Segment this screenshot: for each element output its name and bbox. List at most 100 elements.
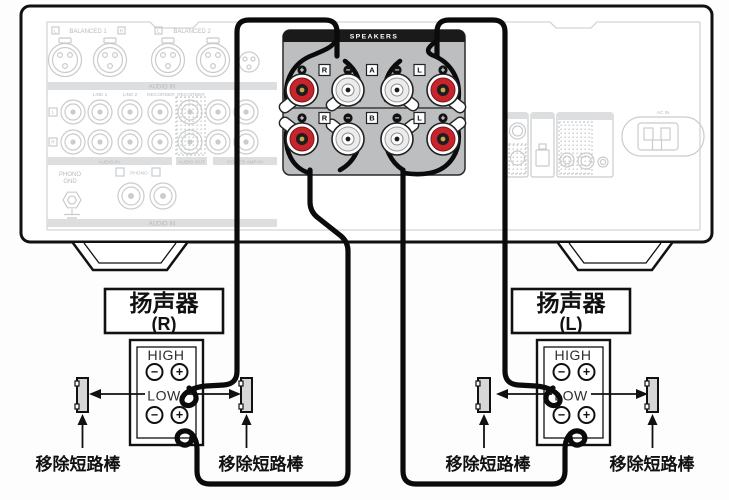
audio-in-bar-bottom-label: AUDIO IN: [149, 222, 176, 228]
speakers-terminal-panel: SPEAKERS: [278, 29, 467, 177]
label-b-group: B: [369, 114, 375, 123]
recorder-in-label: RECORDER: [147, 92, 175, 98]
speaker-l-low-minus-glyph: −: [558, 408, 565, 422]
speaker-l-high-minus-terminal: [552, 363, 571, 381]
label-a-r: R: [322, 66, 328, 75]
speaker-l-high-minus-glyph: −: [558, 365, 565, 379]
label-b-r-plus: +: [300, 114, 305, 123]
up-arrow-head-r-right: [241, 414, 252, 425]
cable-b-to-r-low: [174, 167, 351, 487]
post-b-l-plus-red: [426, 122, 460, 156]
ground-symbol: [64, 209, 80, 223]
up-arrow-head-l-right: [647, 414, 658, 425]
line2-label: LINE 2: [123, 92, 138, 98]
speaker-r-low-minus-glyph: −: [151, 408, 158, 422]
power-amp-in-bar-label: POWER AMP IN: [227, 160, 263, 166]
speaker-right: 扬声器 (R) HIGH − + LOW − + 移除短路棒: [36, 287, 305, 474]
speaker-l-channel: (L): [560, 314, 583, 334]
speaker-l-shorting-bars: [475, 377, 659, 413]
speaker-l-name-box: [510, 287, 632, 335]
post-a-l-minus-white: [380, 73, 414, 107]
amp-foot-left-inner: [83, 242, 177, 264]
line1-label: LINE 1: [93, 92, 108, 98]
badge-r2: R: [51, 140, 55, 146]
badge-l3: L: [52, 110, 55, 116]
speaker-r-high-plus-glyph: +: [176, 365, 183, 379]
ac-in-label: AC IN: [657, 110, 670, 116]
rear-panel-frame: [46, 21, 701, 231]
label-a-l: L: [417, 66, 422, 75]
speaker-l-arrow-right-head: [636, 389, 648, 399]
speaker-l-high-plus-glyph: +: [583, 365, 590, 379]
label-b-l: L: [417, 114, 422, 123]
badge-r: R: [120, 29, 124, 35]
cable-a-to-r-high: [179, 17, 340, 409]
post-b-l-minus-white: [380, 122, 414, 156]
speaker-l-low-plus-terminal: [577, 406, 596, 424]
label-a-l-minus: −: [395, 66, 400, 75]
speaker-r-name: 扬声器: [130, 290, 200, 316]
speaker-r-low-label: LOW: [147, 388, 181, 404]
speaker-r-high-plus-terminal: [170, 363, 189, 381]
balanced-xlr-connectors: [47, 37, 260, 78]
rca-jacks: [60, 99, 259, 155]
post-b-r-plus-red: [285, 122, 319, 156]
balanced-1-label: BALANCED 1: [69, 29, 107, 35]
speaker-r-shorting-bars: [74, 377, 253, 413]
post-a-r-minus-white: [331, 73, 365, 107]
speaker-r-low-minus-terminal: [145, 406, 164, 424]
speaker-l-name: 扬声器: [537, 290, 607, 316]
faded-input-block: [47, 26, 277, 227]
post-b-r-minus-white: [331, 122, 365, 156]
label-b-r-minus: −: [346, 114, 351, 123]
up-arrow-head-r-left: [77, 414, 88, 425]
amp-feet: [71, 242, 674, 272]
speaker-r-channel: (R): [152, 314, 177, 334]
label-a-group: A: [369, 66, 375, 75]
ac-inlet: [621, 116, 705, 157]
speaker-l-high-plus-terminal: [577, 363, 596, 381]
speaker-r-high-minus-glyph: −: [151, 365, 158, 379]
speaker-l-high-label: HIGH: [555, 347, 592, 363]
label-a-l-plus: +: [441, 66, 446, 75]
caption-remove-bar-4: 移除短路棒: [610, 454, 696, 474]
caption-remove-bar-1: 移除短路棒: [36, 454, 122, 474]
speaker-r-low-plus-glyph: +: [176, 408, 183, 422]
audio-in-bar-top: [47, 82, 277, 90]
amp-foot-right: [556, 242, 674, 272]
speaker-left: 扬声器 (L) HIGH − + LOW − + 移除短路棒 移除短路棒: [446, 287, 696, 474]
cable-a-to-l-high: [434, 17, 563, 409]
speaker-r-low-plus-terminal: [170, 406, 189, 424]
shorting-bar-r-left: [76, 377, 89, 413]
cable-b-to-l-low: [400, 167, 588, 487]
speaker-l-low-minus-terminal: [552, 406, 571, 424]
speaker-r-high-minus-terminal: [145, 363, 164, 381]
phono-in-label: PHONO: [130, 171, 148, 177]
caption-remove-bar-3: 移除短路棒: [446, 454, 532, 474]
speaker-l-low-plus-glyph: +: [583, 408, 590, 422]
post-a-r-plus-red: [285, 73, 319, 107]
speakers-panel-title: SPEAKERS: [350, 34, 399, 41]
speaker-r-arrow-right-head: [229, 389, 241, 399]
post-a-l-plus-red: [426, 73, 460, 107]
badge-l2: L: [157, 29, 160, 35]
speaker-cables: [174, 17, 588, 487]
up-arrow-head-l-left: [479, 414, 489, 425]
amplifier-rear-view: L BALANCED 1 R L BALANCED 2 AUDIO IN LIN…: [19, 4, 714, 272]
balanced-2-label: BALANCED 2: [173, 29, 211, 35]
audio-in-bar-bottom: [47, 219, 277, 227]
faded-input-labels: L BALANCED 1 R L BALANCED 2 AUDIO IN LIN…: [51, 29, 263, 228]
label-b-l-minus: −: [395, 114, 400, 123]
recorder-out-label: RECORDER: [177, 92, 205, 98]
caption-remove-bar-2: 移除短路棒: [219, 454, 305, 474]
audio-out-bar-label: AUDIO OUT: [178, 160, 205, 166]
shorting-bar-l-left: [477, 377, 491, 413]
gnd-screw: [62, 191, 82, 209]
shorting-bar-l-right: [646, 377, 659, 413]
audio-in-bar-top-label: AUDIO IN: [149, 85, 176, 91]
binding-posts-row-a: [285, 73, 460, 107]
phono-label: PHONO: [59, 172, 81, 178]
binding-posts-row-b: [285, 122, 460, 156]
gnd-label: GND: [63, 179, 77, 185]
